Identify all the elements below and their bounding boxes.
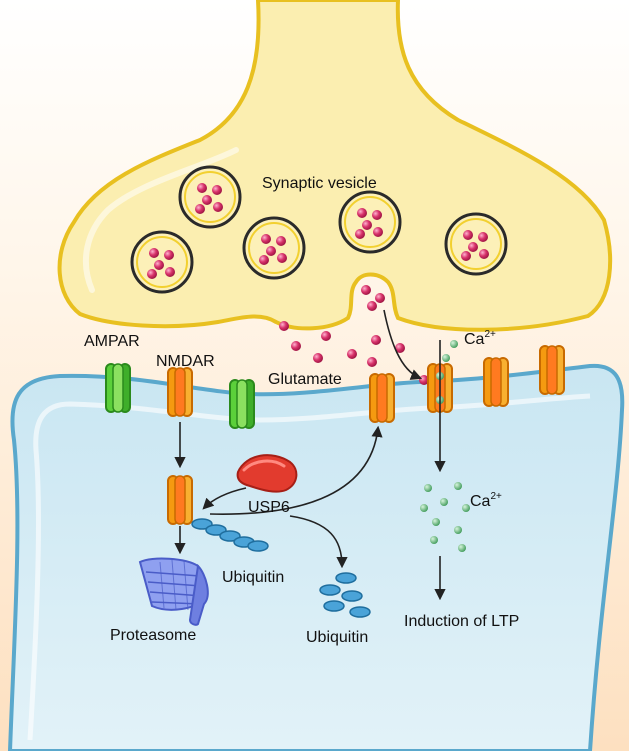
- ubiquitin-chain-icon: [191, 518, 269, 552]
- ca-sup-text: 2+: [490, 491, 502, 502]
- postsynaptic-terminal: [7, 363, 625, 751]
- label-induction-ltp: Induction of LTP: [404, 613, 519, 630]
- label-glutamate: Glutamate: [268, 371, 342, 388]
- label-ubiquitin-free: Ubiquitin: [306, 629, 368, 646]
- synaptic-vesicle: [178, 165, 242, 229]
- calcium-ion-icon: [420, 340, 470, 552]
- nmdar-receptor-icon: [369, 373, 395, 423]
- synaptic-vesicle: [338, 190, 402, 254]
- usp6-enzyme-icon: [236, 454, 298, 493]
- presynaptic-inner-highlight: [83, 147, 239, 293]
- label-ampar: AMPAR: [84, 333, 140, 350]
- nmdar-receptor-icon: [167, 475, 193, 525]
- label-nmdar: NMDAR: [156, 353, 215, 370]
- ampar-receptor-icon: [105, 363, 131, 413]
- synaptic-vesicles: [130, 165, 508, 294]
- ampar-receptor-icon: [229, 379, 255, 429]
- synaptic-vesicle: [444, 212, 508, 276]
- ubiquitin-chain-icon: [319, 572, 371, 618]
- proteasome-icon: [138, 557, 209, 626]
- label-ubiquitin-chain: Ubiquitin: [222, 569, 284, 586]
- ca-base-text: Ca: [470, 493, 491, 510]
- pathway-arrows: [174, 309, 446, 601]
- label-synaptic-vesicle: Synaptic vesicle: [262, 175, 377, 192]
- nmdar-receptor-icon: [167, 367, 193, 417]
- synaptic-vesicle: [130, 230, 194, 294]
- label-usp6: USP6: [248, 499, 290, 516]
- nmdar-receptor-icon: [539, 345, 565, 395]
- label-proteasome: Proteasome: [110, 627, 196, 644]
- synaptic-vesicle: [242, 216, 306, 280]
- ca-base-text: Ca: [464, 331, 485, 348]
- ca-sup-text: 2+: [484, 329, 496, 340]
- glutamate-molecule-icon: [279, 285, 429, 385]
- label-ca-lower: Ca2+: [470, 491, 502, 510]
- label-ca-upper: Ca2+: [464, 329, 496, 348]
- nmdar-receptor-icon: [483, 357, 509, 407]
